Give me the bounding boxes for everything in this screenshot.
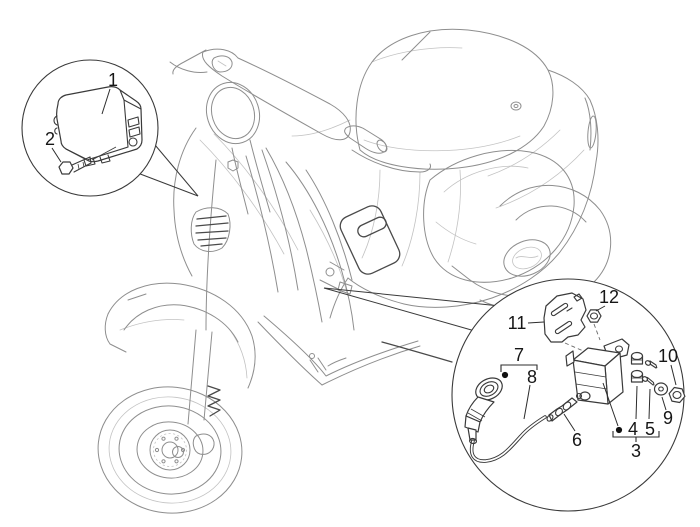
scooter-line-art [97,28,612,514]
part-label-2: 2 [45,129,55,149]
screws [641,360,658,386]
bracket-7 [500,364,538,372]
leader-10 [670,364,677,386]
axle-nut [172,446,184,458]
side-panel [423,149,575,283]
leader-5 [648,388,651,420]
leader-4 [635,385,638,420]
ref-dot-7 [501,371,509,379]
glovebox-door [339,205,401,275]
part-label-7: 7 [514,345,524,365]
bracket-3 [612,431,660,442]
underbody-rail [381,341,453,363]
variator-cover [503,239,551,277]
rubber-spacers [630,351,644,383]
small-nut [586,309,602,323]
leader-wedge-front [134,138,199,197]
part-label-11: 11 [508,313,527,333]
part-label-9: 9 [663,408,673,428]
rear-wheel-engine [451,185,612,310]
tail-trim [587,115,597,149]
front-detail: 1 2 [45,70,143,175]
ignition-coil-detail: 3 4 5 6 7 8 9 10 11 12 [464,287,686,463]
assembly-axis-dash-2 [593,323,601,341]
part-label-3: 3 [631,441,641,461]
rear-body [329,69,599,319]
spark-plug-cable [469,415,547,463]
part-label-10: 10 [658,346,678,366]
leader-3-dot [602,382,619,427]
body-mesh-lines [119,47,585,379]
handlebar [169,31,431,215]
leader-9 [661,396,667,411]
shock-spring [207,385,221,417]
seat [355,28,554,170]
headlight [205,81,261,145]
front-wheel [97,386,243,514]
flanged-bolt [58,146,117,175]
washer [653,382,669,396]
leader-wedge-rear [323,287,501,334]
brake-disc [149,429,191,471]
part-label-5: 5 [645,419,655,439]
part-label-1: 1 [108,70,118,90]
leader-12 [595,305,606,312]
front-fork [172,329,221,458]
part-label-12: 12 [599,287,619,307]
leader-6 [563,413,576,432]
front-shield [173,127,401,331]
leader-2 [51,147,62,163]
ignition-coil [565,338,630,405]
part-label-4: 4 [628,419,638,439]
nut [668,386,686,404]
part-label-8: 8 [527,367,537,387]
ref-dot-3 [615,426,623,434]
leader-8 [523,384,531,420]
voltage-regulator-box [53,86,143,167]
spark-plug-cap [464,377,503,445]
leader-11 [527,321,545,324]
brake-caliper [192,433,215,455]
horn-grille [190,207,231,252]
front-fender [104,282,256,389]
mounting-bracket [543,292,587,343]
ignition-switch-detail [319,261,353,295]
seat-hinge-bolt [510,101,522,111]
floorboard [257,315,453,386]
part-label-6: 6 [572,430,582,450]
leader-1 [101,88,111,115]
shield-bolt [227,159,239,172]
cable-connector [546,397,578,422]
